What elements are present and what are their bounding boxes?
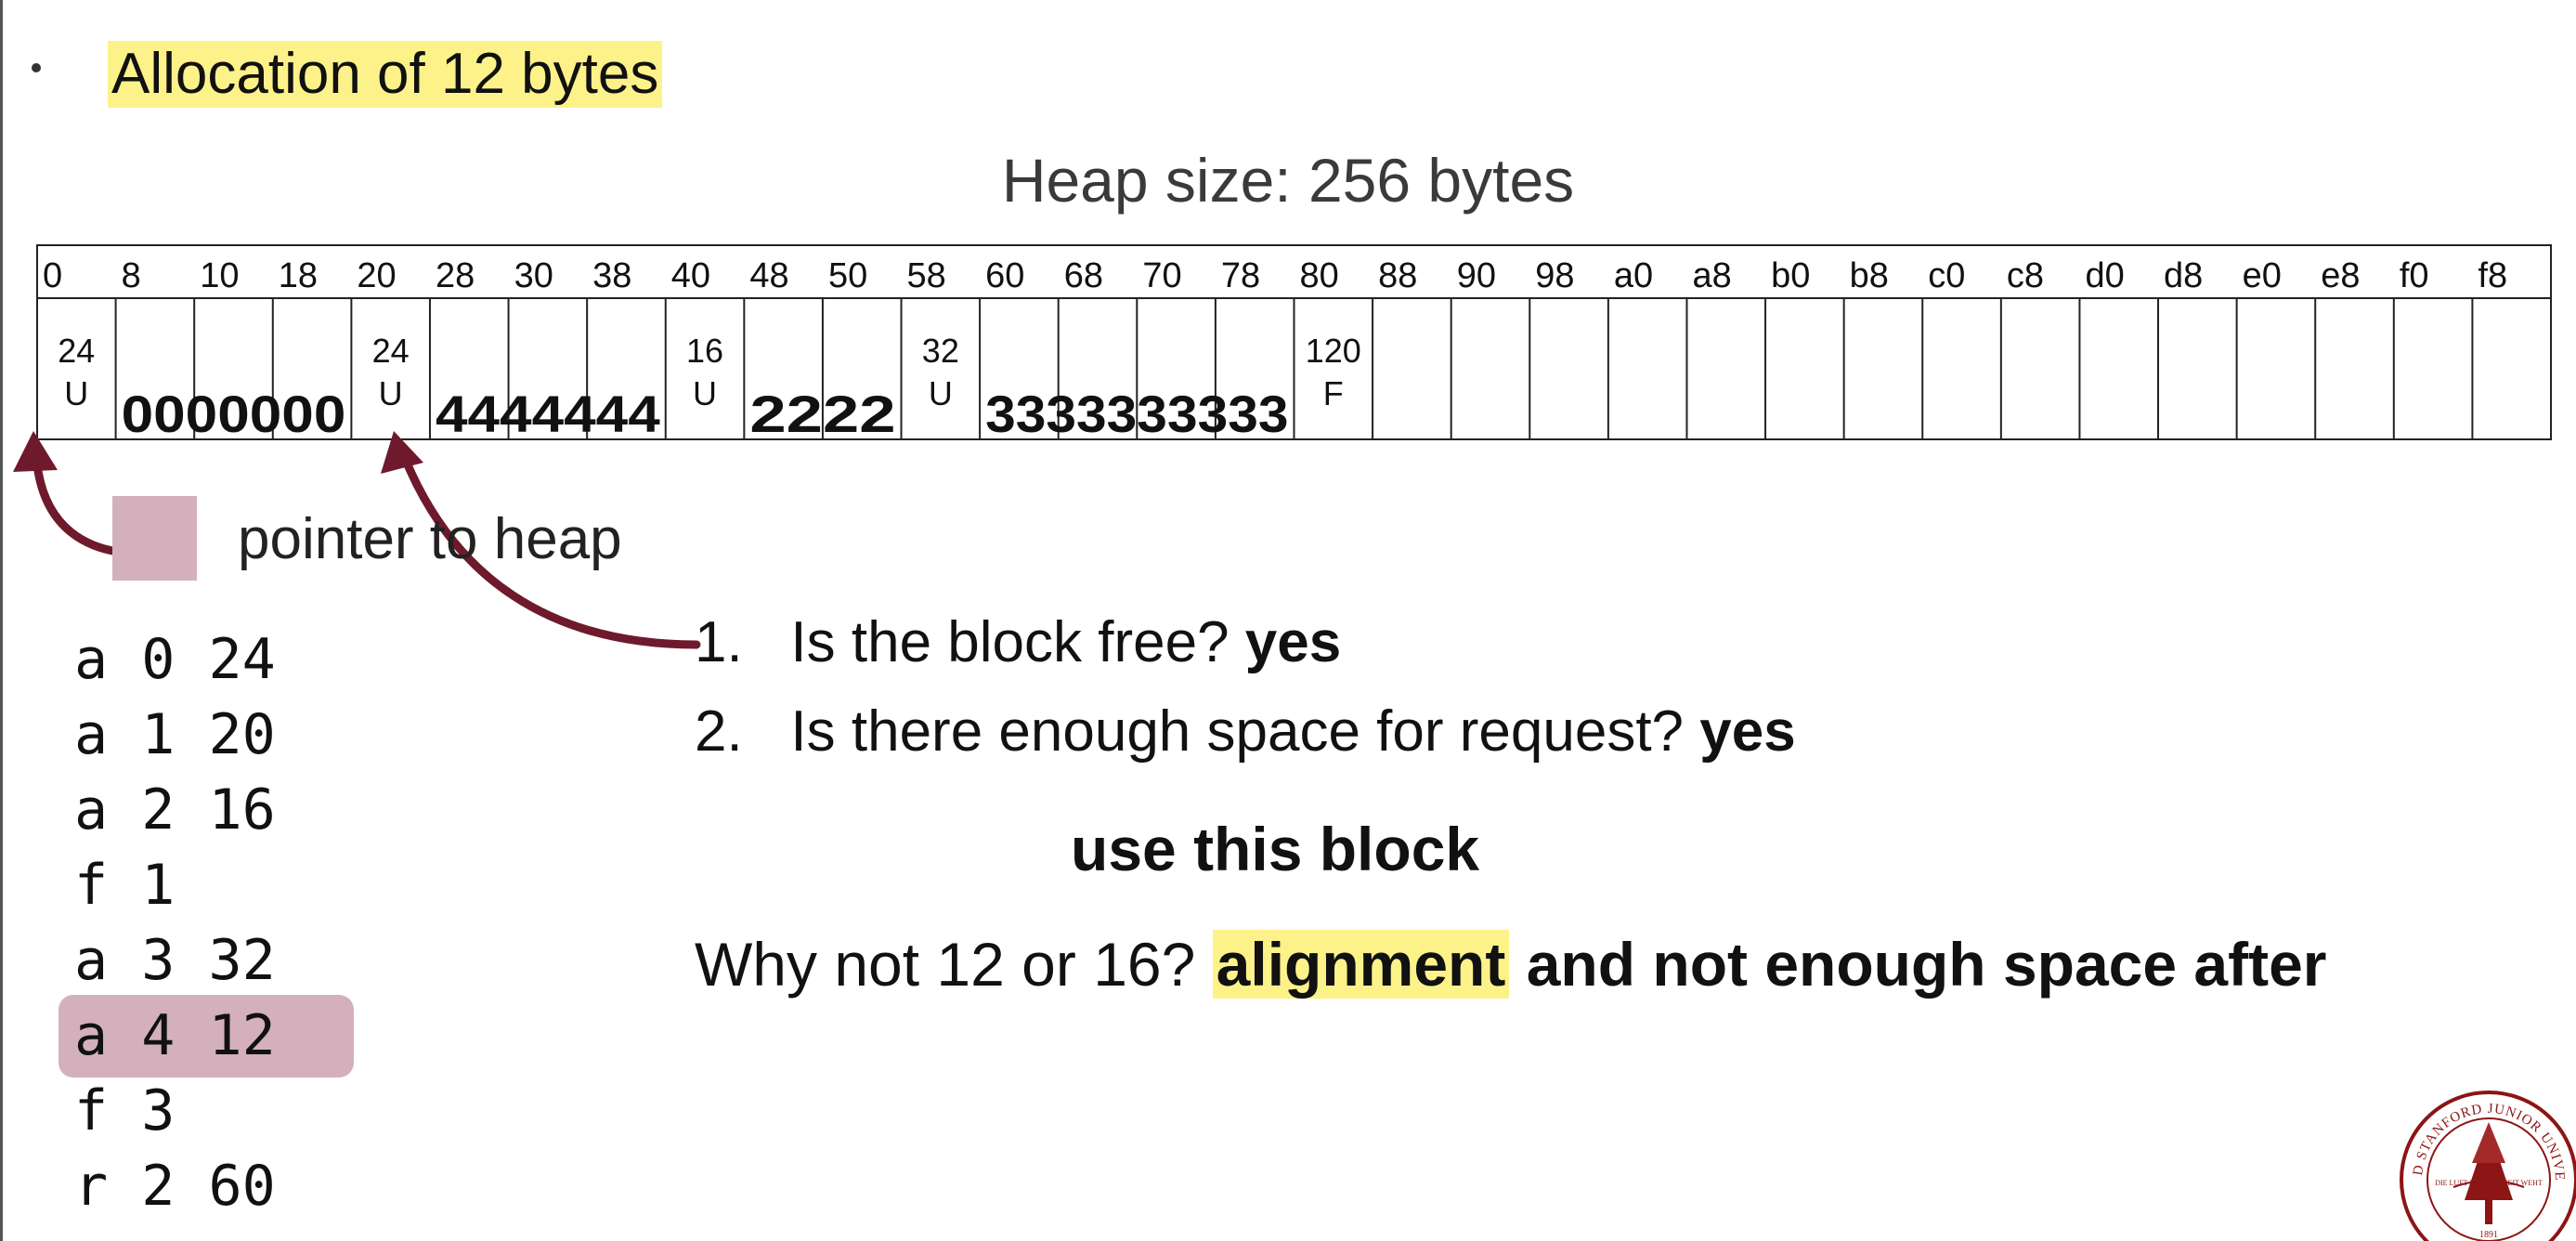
pointer-arrow-head bbox=[13, 431, 58, 472]
heap-address-label: f8 bbox=[2478, 256, 2507, 295]
why-suffix: and not enough space after bbox=[1526, 930, 2327, 999]
heap-address-label: f0 bbox=[2400, 256, 2429, 295]
block-header-size: 24 bbox=[372, 332, 410, 370]
block-status: U bbox=[379, 374, 403, 412]
heap-address-label: 60 bbox=[985, 256, 1024, 295]
heap-address-label: 28 bbox=[436, 256, 475, 295]
operation-line: a 3 32 bbox=[74, 928, 276, 993]
bullet-point bbox=[32, 63, 41, 72]
heap-address-label: d8 bbox=[2164, 256, 2203, 295]
heap-address-label: 10 bbox=[200, 256, 239, 295]
heap-address-label: b0 bbox=[1771, 256, 1810, 295]
heap-pointer-box bbox=[112, 496, 197, 581]
operation-line: a 2 16 bbox=[74, 777, 276, 843]
block-arrow-head bbox=[381, 431, 423, 474]
heap-address-label: d0 bbox=[2085, 256, 2124, 295]
heap-address-label: b8 bbox=[1850, 256, 1889, 295]
heap-address-label: c8 bbox=[2007, 256, 2044, 295]
heap-address-label: 88 bbox=[1378, 256, 1417, 295]
block-header-size: 16 bbox=[686, 332, 723, 370]
block-status: F bbox=[1323, 374, 1344, 412]
heap-address-label: a8 bbox=[1692, 256, 1731, 295]
heap-address-label: e0 bbox=[2243, 256, 2282, 295]
heap-address-label: 18 bbox=[279, 256, 318, 295]
why-prefix: Why not 12 or 16? bbox=[695, 930, 1196, 999]
heap-address-label: 90 bbox=[1457, 256, 1496, 295]
seal-year: 1891 bbox=[2479, 1230, 2498, 1240]
question-1-text: Is the block free? bbox=[790, 610, 1229, 674]
heap-address-label: 80 bbox=[1300, 256, 1339, 295]
heap-address-label: 58 bbox=[907, 256, 946, 295]
operation-line: f 1 bbox=[74, 853, 176, 918]
block-arrow bbox=[402, 458, 701, 649]
question-2-number: 2. bbox=[695, 699, 743, 764]
stanford-seal-logo: LELAND STANFORD JUNIOR UNIVERSITY DIE LU… bbox=[2396, 1078, 2576, 1241]
pointer-label: pointer to heap bbox=[238, 507, 622, 571]
question-1: 1. Is the block free? yes bbox=[695, 609, 1341, 675]
heap-size-title: Heap size: 256 bytes bbox=[1001, 146, 1575, 215]
why-highlight: alignment bbox=[1212, 930, 1510, 999]
operation-line: f 3 bbox=[74, 1078, 176, 1143]
heap-address-label: 40 bbox=[671, 256, 710, 295]
heap-address-label: 68 bbox=[1064, 256, 1103, 295]
heap-address-label: 0 bbox=[43, 256, 62, 295]
heap-address-label: 78 bbox=[1221, 256, 1260, 295]
operation-line: r 2 60 bbox=[74, 1154, 276, 1219]
heap-address-label: 38 bbox=[592, 256, 631, 295]
block-status: U bbox=[693, 374, 717, 412]
operation-line: a 1 20 bbox=[74, 702, 276, 767]
left-border bbox=[0, 0, 3, 1241]
question-1-answer: yes bbox=[1244, 610, 1342, 674]
heap-address-label: 48 bbox=[749, 256, 788, 295]
block-header-size: 120 bbox=[1306, 332, 1361, 370]
heap-address-label: c0 bbox=[1928, 256, 1965, 295]
block-status: U bbox=[64, 374, 88, 412]
heap-address-label: 30 bbox=[514, 256, 553, 295]
block-header-size: 32 bbox=[922, 332, 959, 370]
block-payload: 0000000 bbox=[122, 385, 346, 443]
question-2-text: Is there enough space for request? bbox=[790, 699, 1685, 764]
operation-list: a 0 24 a 1 20 a 2 16 f 1 a 3 32 a 4 12 f… bbox=[59, 622, 354, 1224]
question-1-number: 1. bbox=[695, 610, 743, 674]
question-2-answer: yes bbox=[1699, 699, 1796, 764]
block-payload: 4444444 bbox=[436, 385, 660, 443]
heap-address-label: 70 bbox=[1142, 256, 1181, 295]
heap-address-label: 20 bbox=[357, 256, 396, 295]
operation-line-current: a 4 12 bbox=[59, 995, 354, 1078]
block-payload: 2222 bbox=[749, 385, 895, 443]
block-payload: 3333333333 bbox=[985, 385, 1288, 443]
heap-address-label: 50 bbox=[828, 256, 867, 295]
heap-address-label: a0 bbox=[1614, 256, 1653, 295]
operation-line: a 0 24 bbox=[74, 627, 276, 692]
heap-address-label: e8 bbox=[2321, 256, 2360, 295]
use-block-statement: use this block bbox=[1071, 815, 1480, 883]
block-header-size: 24 bbox=[58, 332, 95, 370]
question-2: 2. Is there enough space for request? ye… bbox=[695, 699, 1796, 764]
why-statement: Why not 12 or 16? alignment and not enou… bbox=[695, 929, 2326, 999]
slide-title: Allocation of 12 bytes bbox=[108, 41, 663, 108]
heap-address-label: 8 bbox=[122, 256, 141, 295]
heap-address-label: 98 bbox=[1535, 256, 1574, 295]
block-status: U bbox=[929, 374, 953, 412]
